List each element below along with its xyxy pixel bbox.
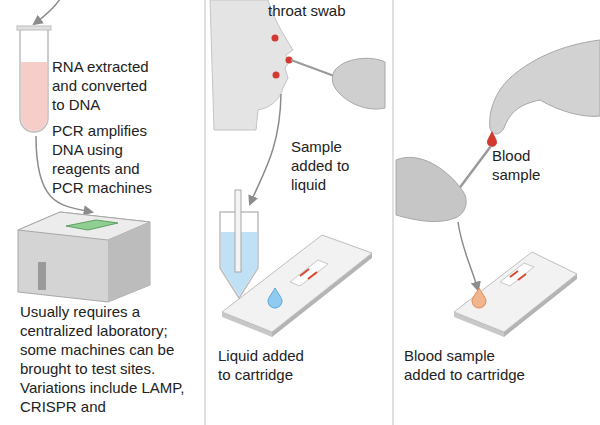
flow-arrow xyxy=(34,0,62,24)
annotation-label: throat swab xyxy=(268,1,346,20)
sample-tube xyxy=(220,190,258,298)
column-divider xyxy=(204,0,206,425)
swab-hand xyxy=(291,58,385,109)
flow-arrow xyxy=(250,94,281,204)
flow-arrow xyxy=(458,222,478,290)
annotation-label: Liquid added to cartridge xyxy=(218,346,312,384)
test-tube xyxy=(17,26,51,132)
pcr-machine xyxy=(18,212,150,302)
lancet-hand xyxy=(396,146,491,222)
test-cartridge xyxy=(222,235,372,337)
annotation-label: PCR amplifies DNA using reagents and PCR… xyxy=(52,121,158,197)
annotation-label: Blood sample added to cartridge xyxy=(404,346,532,384)
annotation-label: Usually requires a centralized laborator… xyxy=(20,302,202,416)
hand-with-finger xyxy=(487,40,600,147)
column-divider xyxy=(392,0,394,425)
test-cartridge xyxy=(454,252,577,337)
annotation-label: RNA extracted and converted to DNA xyxy=(52,57,158,114)
annotation-label: Sample added to liquid xyxy=(291,137,373,194)
annotation-label: Blood sample xyxy=(492,146,562,184)
